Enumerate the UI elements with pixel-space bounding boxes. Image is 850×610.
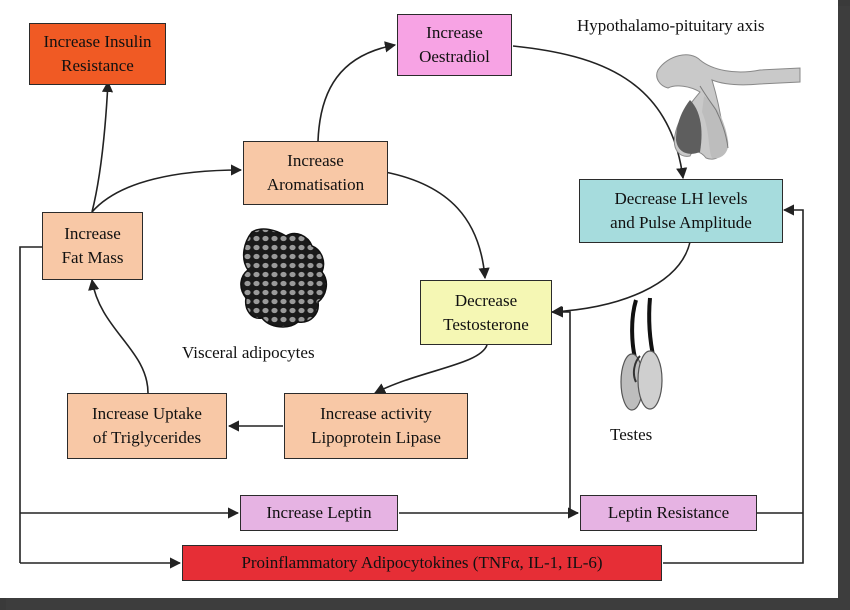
drop-shadow-right [838,6,850,610]
node-increase-fat-mass: Increase Fat Mass [42,212,143,280]
connector-layer [19,41,804,569]
arrow-fatmass-to-aromatisation [91,164,243,213]
arrow-lh-to-testosterone [550,241,691,317]
node-increase-insulin-resistance: Increase Insulin Resistance [29,23,166,85]
line-fatmass-left-trunk [19,246,42,563]
caption-testes: Testes [610,425,653,444]
arrow-aromatisation-to-testosterone [384,171,490,280]
arrow-fatmass-to-insulin [91,80,114,213]
node-leptin-resistance: Leptin Resistance [580,495,757,531]
diagram-canvas: Increase Insulin Resistance Increase Oes… [0,0,838,598]
arrow-oestradiol-to-lh [512,45,688,180]
node-increase-uptake-triglycerides: Increase Uptake of Triglycerides [67,393,227,459]
node-increase-leptin: Increase Leptin [240,495,398,531]
node-proinflammatory-adipocytokines: Proinflammatory Adipocytokines (TNFα, IL… [182,545,662,581]
caption-visceral-adipocytes: Visceral adipocytes [182,343,315,362]
arrow-aromatisation-to-oestradiol [317,41,397,142]
arrow-uptake-to-fatmass [88,278,149,394]
arrow-leptinres-to-testosterone [551,306,578,514]
caption-hypothalamo-pituitary: Hypothalamo-pituitary axis [577,16,765,35]
arrow-testosterone-to-lipase [374,344,488,394]
node-increase-oestradiol: Increase Oestradiol [397,14,512,76]
arrow-adipocytokines-to-lh [663,204,804,564]
drop-shadow-bottom [6,598,850,610]
node-increase-aromatisation: Increase Aromatisation [243,141,388,205]
node-increase-lipoprotein-lipase: Increase activity Lipoprotein Lipase [284,393,468,459]
node-decrease-lh: Decrease LH levels and Pulse Amplitude [579,179,783,243]
node-decrease-testosterone: Decrease Testosterone [420,280,552,345]
